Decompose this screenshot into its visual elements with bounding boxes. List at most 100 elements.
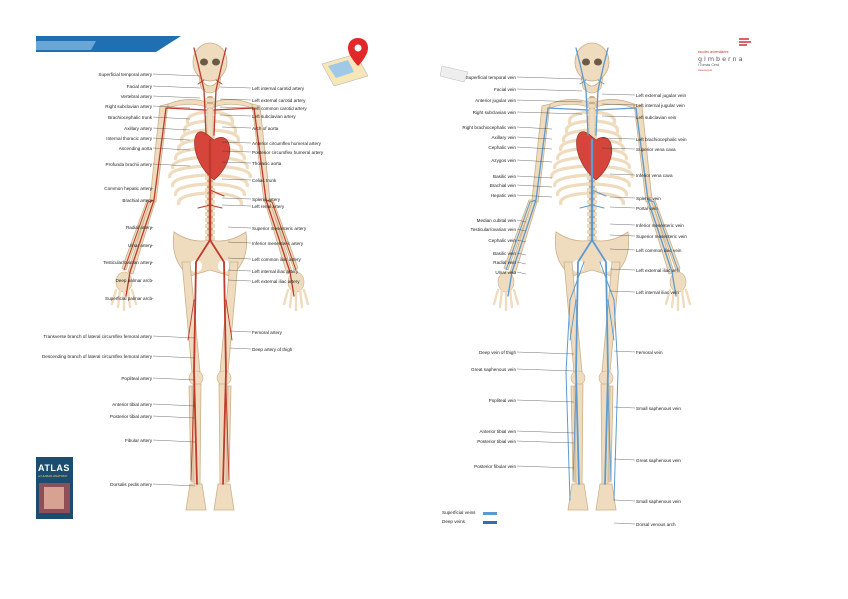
clavicle-left [596, 99, 634, 108]
leader-line [517, 272, 526, 274]
clavicle-right [168, 99, 206, 108]
label-right-11: Left external iliac vein [636, 268, 680, 273]
label-right-3: Left subclavian artery [252, 114, 296, 119]
label-left-3: Right subclavian artery [105, 104, 152, 109]
label-left-18: Great saphenous vein [471, 367, 516, 372]
arterial-skeleton-svg [0, 0, 424, 599]
label-left-14: Basilic vein [493, 251, 516, 256]
label-left-15: Superficial palmar arch [105, 296, 152, 301]
label-right-17: Dorsal venous arch [636, 522, 676, 527]
leader-line [153, 74, 200, 76]
leader-line [220, 87, 251, 88]
label-right-8: Celiac trunk [252, 178, 276, 183]
rib-left [595, 193, 623, 205]
label-left-22: Posterior fibular vein [474, 464, 516, 469]
label-left-3: Right subclavian vein [473, 110, 516, 115]
finger-left [300, 290, 302, 307]
label-left-4: Brachiocephalic trunk [108, 115, 152, 120]
label-left-16: Ulnar vein [495, 270, 516, 275]
foot-left [596, 484, 616, 510]
leader-line [153, 86, 200, 88]
legend-swatch [483, 521, 497, 524]
label-left-7: Ascending aorta [119, 146, 152, 151]
patella-left [599, 371, 613, 385]
label-right-5: Anterior circumflex humeral artery [252, 141, 321, 146]
label-right-1: Left internal jugular vein [636, 103, 685, 108]
finger-left [682, 290, 684, 307]
leader-line [614, 523, 635, 524]
label-left-22: Dorsalis pedis artery [110, 482, 152, 487]
leader-line [153, 404, 195, 406]
label-left-0: Superficial temporal vein [466, 75, 516, 80]
label-right-17: Deep artery of thigh [252, 347, 292, 352]
label-left-10: Brachial artery [122, 198, 152, 203]
label-right-14: Left internal iliac artery [252, 269, 298, 274]
heart [576, 132, 611, 180]
leader-line [153, 356, 195, 358]
label-right-15: Left external iliac artery [252, 279, 300, 284]
label-right-0: Left internal carotid artery [252, 86, 304, 91]
label-left-8: Profunda brachii artery [106, 162, 152, 167]
venous-skeleton-svg [424, 0, 848, 599]
leader-line [230, 348, 251, 349]
label-right-6: Posterior circumflex humeral artery [252, 150, 323, 155]
label-left-5: Axillary artery [124, 126, 152, 131]
finger-right [514, 290, 518, 304]
leader-line [517, 466, 574, 468]
patella-left [217, 371, 231, 385]
leader-line [517, 89, 582, 91]
label-left-2: Anterior jugular vein [475, 98, 516, 103]
label-left-9: Brachial vein [490, 183, 516, 188]
label-left-6: Internal thoracic artery [106, 136, 152, 141]
leader-line [517, 112, 582, 114]
humerus-right [150, 104, 168, 202]
skeleton [494, 43, 690, 510]
label-left-20: Anterior tibial vein [479, 429, 516, 434]
label-right-16: Femoral artery [252, 330, 282, 335]
label-right-6: Splenic vein [636, 196, 661, 201]
label-left-1: Facial artery [127, 84, 152, 89]
label-left-11: Radial artery [126, 225, 152, 230]
label-left-9: Common hepatic artery [104, 186, 152, 191]
label-left-4: Right brachiocephalic vein [462, 125, 516, 130]
finger-left [304, 290, 308, 304]
label-left-12: Testicular/ovarian vein [471, 227, 516, 232]
label-left-0: Superficial temporal artery [98, 72, 152, 77]
legend-label: Superficial veins [442, 510, 475, 515]
foot-right [186, 484, 206, 510]
leader-line [517, 400, 574, 402]
leader-line [222, 205, 251, 206]
leader-line [153, 440, 195, 442]
eye-socket-left [582, 59, 590, 66]
label-right-7: Thoracic aorta [252, 161, 281, 166]
humerus-right [532, 104, 550, 202]
leader-line [153, 484, 195, 486]
label-left-19: Popliteal vein [489, 398, 516, 403]
label-right-9: Splenic artery [252, 197, 280, 202]
label-left-16: Transverse branch of lateral circumflex … [43, 334, 152, 339]
label-right-13: Femoral vein [636, 350, 663, 355]
label-right-10: Left common iliac vein [636, 248, 681, 253]
label-right-1: Left external carotid artery [252, 98, 305, 103]
label-right-4: Arch of aorta [252, 126, 278, 131]
label-left-14: Deep palmar arch [115, 278, 152, 283]
finger-right [494, 290, 498, 304]
rib-right [179, 193, 207, 205]
finger-right [510, 290, 512, 307]
leader-line [614, 500, 635, 501]
eye-socket-left [200, 59, 208, 66]
label-left-11: Median cubital vein [477, 218, 516, 223]
label-left-1: Facial vein [494, 87, 516, 92]
leader-line [517, 137, 552, 139]
finger-left [686, 290, 690, 304]
patella-right [189, 371, 203, 385]
leader-line [228, 227, 251, 228]
leader-line [517, 77, 582, 79]
leader-line [220, 107, 251, 108]
label-right-8: Inferior mesenteric vein [636, 223, 684, 228]
label-left-6: Cephalic vein [488, 145, 516, 150]
patella-right [571, 371, 585, 385]
label-left-13: Testicular/ovarian artery [103, 260, 152, 265]
foot-right [568, 484, 588, 510]
finger-right [500, 290, 502, 307]
